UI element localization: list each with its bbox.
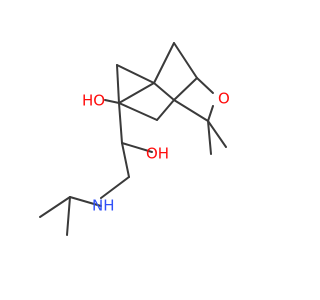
bond <box>116 64 155 84</box>
bond <box>196 77 214 94</box>
bond <box>207 120 227 148</box>
bond <box>173 42 198 79</box>
ring-oxygen-label: O <box>218 90 230 108</box>
bond <box>39 196 71 218</box>
bond <box>173 99 209 122</box>
bond <box>153 42 175 84</box>
hydroxyl-side-label: OH <box>146 145 169 163</box>
bond <box>69 196 102 207</box>
amine-label: NH <box>92 197 115 215</box>
bond <box>207 120 212 155</box>
bond <box>116 64 120 104</box>
bond <box>207 105 214 122</box>
bond <box>100 176 130 199</box>
bond <box>121 142 153 153</box>
bond <box>156 99 175 121</box>
bond <box>66 196 71 236</box>
bond <box>118 102 123 144</box>
bond <box>121 142 130 178</box>
hydroxyl-top-label: HO <box>82 92 105 110</box>
molecule-canvas: O HO OH NH <box>39 42 230 236</box>
bond <box>118 102 158 121</box>
bond <box>104 99 120 104</box>
bond <box>153 82 175 101</box>
structure-diagram: O HO OH NH <box>39 42 230 236</box>
bond <box>118 82 155 104</box>
bond <box>173 77 198 101</box>
